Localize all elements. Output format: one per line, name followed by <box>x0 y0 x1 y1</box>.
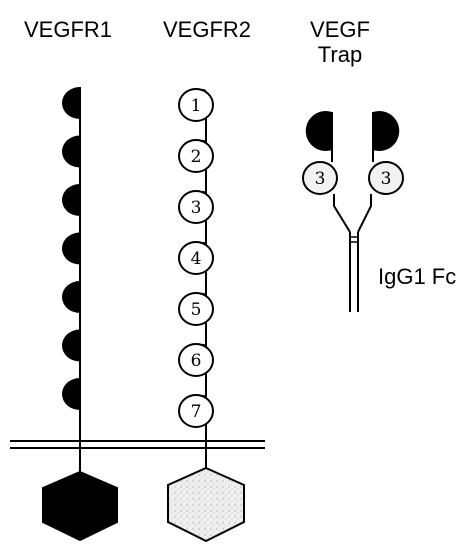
vegfr1-ig-domain <box>62 329 80 362</box>
vegfr2-domain-number: 2 <box>191 147 202 167</box>
trap-right-stem <box>357 194 372 233</box>
vegfr2-ig-domain: 7 <box>178 394 214 428</box>
vegfr1-ig-domains <box>62 87 80 410</box>
vegfr2-kinase-domain <box>167 466 245 543</box>
vegf-trap-header-line2: Trap <box>318 42 362 67</box>
vegfr2-ig-domain: 4 <box>178 241 214 275</box>
trap-left-stem <box>333 194 351 233</box>
vegfr1-ig-domain <box>62 87 80 119</box>
vegfr2-domain-number: 6 <box>191 351 202 371</box>
vegfr1-ig-domain <box>62 232 80 265</box>
trap-left-vegfr1-domain <box>305 111 332 152</box>
vegfr1-ig-domain <box>62 184 80 216</box>
vegfr2-ig-domains: 1 2 3 4 5 6 7 <box>178 88 214 428</box>
vegfr2-ig-domain: 1 <box>178 88 214 122</box>
fc-label: IgG1 Fc <box>378 264 456 289</box>
vegfr2-domain-number: 5 <box>191 300 202 320</box>
trap-right-domain-number: 3 <box>381 169 392 189</box>
trap-fc-region <box>349 232 359 312</box>
vegfr2-ig-domain: 5 <box>178 292 214 326</box>
vegfr2-domain-number: 4 <box>191 249 202 269</box>
cell-membrane <box>10 440 265 449</box>
vegfr1-ig-domain <box>62 281 80 313</box>
vegfr1-header: VEGFR1 <box>24 17 112 42</box>
vegfr2-header: VEGFR2 <box>163 17 251 42</box>
vegfr1-receptor <box>42 87 118 542</box>
vegfr2-ig-domain: 3 <box>178 190 214 224</box>
trap-right-vegfr1-domain <box>373 110 400 151</box>
trap-right-vegfr2-domain: 3 <box>368 161 404 195</box>
vegfr2-receptor: 1 2 3 4 5 6 7 <box>167 88 245 543</box>
vegf-trap: 3 3 <box>302 110 404 312</box>
vegfr1-ig-domain <box>62 135 80 168</box>
vegfr1-kinase-domain <box>42 470 118 542</box>
trap-left-domain-number: 3 <box>315 169 326 189</box>
vegfr2-domain-number: 1 <box>191 96 202 116</box>
vegfr2-domain-number: 3 <box>191 198 202 218</box>
vegfr1-ig-domain <box>62 378 80 410</box>
vegfr2-domain-number: 7 <box>191 402 202 422</box>
vegfr2-ig-domain: 6 <box>178 343 214 377</box>
vegfr2-ig-domain: 2 <box>178 139 214 173</box>
trap-left-vegfr2-domain: 3 <box>302 161 338 195</box>
vegf-trap-header-line1: VEGF <box>310 17 370 42</box>
